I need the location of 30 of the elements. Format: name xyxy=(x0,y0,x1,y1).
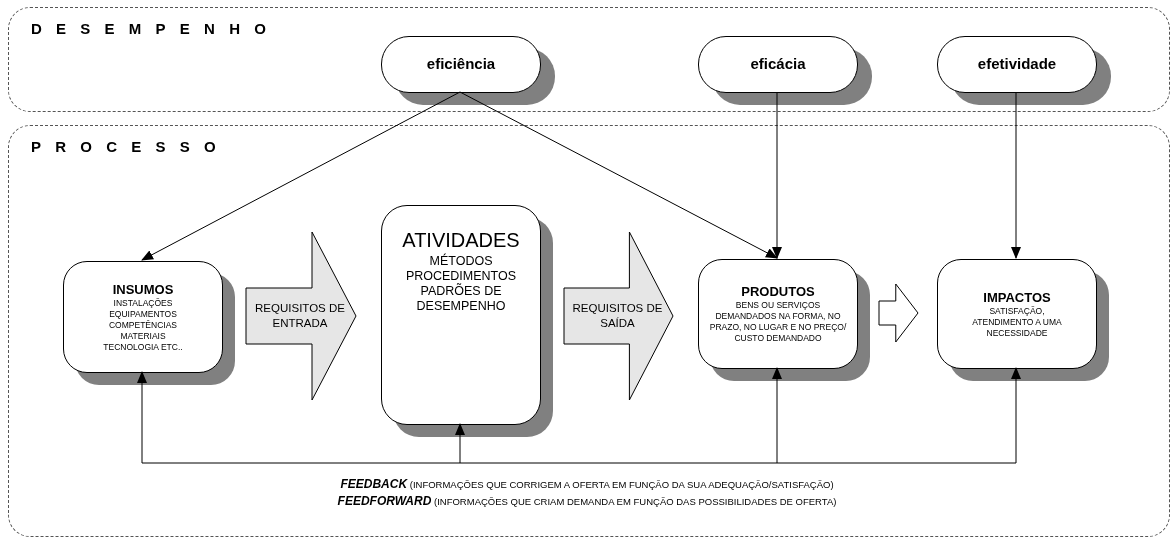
arrow xyxy=(459,91,778,259)
arrow xyxy=(137,371,147,464)
stage-title: ATIVIDADES xyxy=(402,228,520,252)
stage-description: BENS OU SERVIÇOS DEMANDADOS NA FORMA, NO PRAZO, NO LUGAR E NO PREÇO/ CUSTO DEMANDADO xyxy=(708,300,848,344)
block-arrow xyxy=(245,231,357,401)
feedback-note: FEEDFORWARD (INFORMAÇÕES QUE CRIAM DEMANDA EM FUNÇÃO DAS POSSIBILIDADES DE OFERTA) xyxy=(337,493,837,510)
arrow xyxy=(772,367,782,464)
criterion-label: efetividade xyxy=(977,54,1057,75)
group-title: DESEMPENHO xyxy=(31,19,281,39)
stage-description: MÉTODOS PROCEDIMENTOS PADRÕES DE DESEMPENHO xyxy=(404,254,518,314)
stage-title: IMPACTOS xyxy=(983,289,1051,306)
feedback-note: FEEDBACK (INFORMAÇÕES QUE CORRIGEM A OFERTA EM FUNÇÃO DA SUA ADEQUAÇÃO/SATISFAÇÃO) xyxy=(340,476,834,493)
criterion-label: eficácia xyxy=(750,54,806,75)
stage-title: PRODUTOS xyxy=(741,284,815,300)
stage-description: SATISFAÇÃO, ATENDIMENTO A UMA NECESSIDADE xyxy=(971,305,1063,339)
group-panel xyxy=(8,125,1170,537)
group-panel xyxy=(8,7,1170,112)
stage-title: INSUMOS xyxy=(112,281,174,298)
block-arrow xyxy=(563,231,674,401)
block-arrow xyxy=(878,283,919,343)
criterion-label: eficiência xyxy=(426,54,496,75)
edge-label: REQUISITOS DE SAÍDA xyxy=(571,301,664,331)
arrow xyxy=(1011,91,1021,259)
arrow xyxy=(1011,367,1021,464)
edge-label: REQUISITOS DE ENTRADA xyxy=(254,301,346,331)
stage-description: INSTALAÇÕES EQUIPAMENTOS COMPETÊNCIAS MATERIAIS TECNOLOGIA ETC.. xyxy=(102,297,184,353)
arrow xyxy=(455,423,465,464)
group-title: PROCESSO xyxy=(31,137,231,157)
arrow xyxy=(772,91,782,259)
arrow xyxy=(141,91,461,261)
